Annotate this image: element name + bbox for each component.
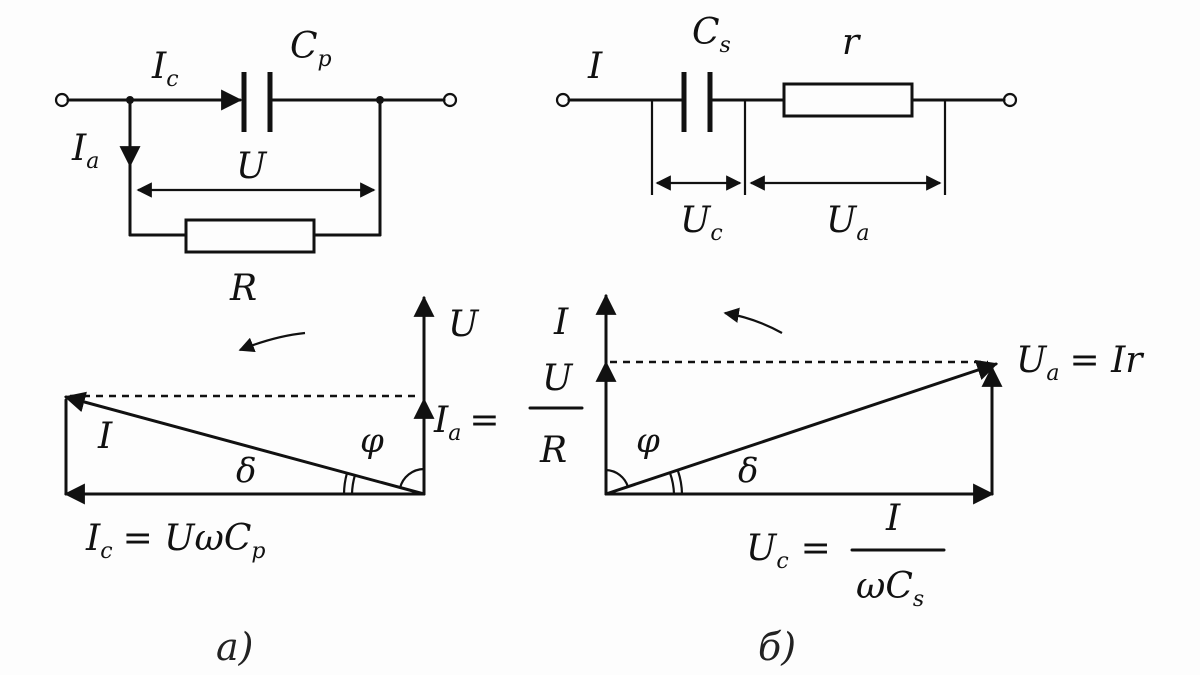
label-cs: Cs bbox=[692, 12, 731, 58]
phi-label-b: φ bbox=[636, 421, 660, 461]
frac-num-b: I bbox=[885, 498, 901, 539]
label-uc-b: Uc bbox=[680, 200, 723, 246]
ia-eq-label: Ia= bbox=[433, 400, 500, 446]
delta-label-b: δ bbox=[738, 451, 758, 491]
label-cp: Cp bbox=[290, 26, 332, 72]
frac-num-a: U bbox=[542, 358, 574, 399]
phasor-u-b bbox=[604, 360, 998, 496]
delta-label-a: δ bbox=[236, 451, 256, 491]
terminal-left-b bbox=[555, 92, 571, 108]
label-u-a: U bbox=[236, 146, 268, 187]
frac-den-b: ωCs bbox=[856, 566, 924, 612]
frac-den-a: R bbox=[539, 430, 567, 471]
arc-delta-b-1 bbox=[668, 472, 676, 495]
phi-label-a: φ bbox=[360, 421, 384, 461]
arc-phi-b bbox=[605, 468, 630, 488]
arc-phi-a bbox=[398, 467, 425, 489]
phasor-u-label: U bbox=[448, 304, 480, 345]
uc-eq-label: Uc= bbox=[746, 528, 831, 574]
phasor-i-label-a: I bbox=[97, 416, 113, 457]
resistor-a bbox=[184, 218, 316, 254]
caption-b: б) bbox=[758, 625, 796, 669]
phasor-i-label-b: I bbox=[553, 302, 569, 343]
rotation-arrow-a bbox=[238, 331, 306, 353]
terminal-right-a bbox=[442, 92, 458, 108]
phasor-i-a bbox=[63, 391, 426, 496]
phasor-a: U I δ φ Ia= U R Ic= UωCp а) bbox=[63, 295, 584, 669]
arc-delta-a-1 bbox=[342, 472, 349, 495]
arc-delta-b-2 bbox=[676, 470, 684, 495]
rotation-arrow-b bbox=[723, 307, 783, 334]
label-ia: Ia bbox=[71, 128, 99, 174]
circuit-a: Ic Cp Ia U R bbox=[54, 26, 458, 309]
ic-eq-label: Ic= UωCp bbox=[85, 518, 266, 564]
ua-eq-label: Ua= Ir bbox=[1016, 340, 1144, 386]
label-r-small: r bbox=[842, 22, 861, 63]
label-ic: Ic bbox=[151, 46, 179, 92]
label-r-big: R bbox=[229, 268, 257, 309]
circuit-b: I Cs r Uc Ua bbox=[555, 12, 1018, 246]
label-i-b: I bbox=[587, 46, 603, 87]
terminal-right-b bbox=[1002, 92, 1018, 108]
terminal-left-a bbox=[54, 92, 70, 108]
phasor-b: I φ δ Ua= Ir Uc= I ωCs б) bbox=[553, 293, 1144, 669]
arc-delta-a-2 bbox=[350, 474, 357, 495]
label-ua-b: Ua bbox=[826, 200, 869, 246]
resistor-b bbox=[782, 82, 914, 118]
caption-a: а) bbox=[216, 625, 253, 669]
